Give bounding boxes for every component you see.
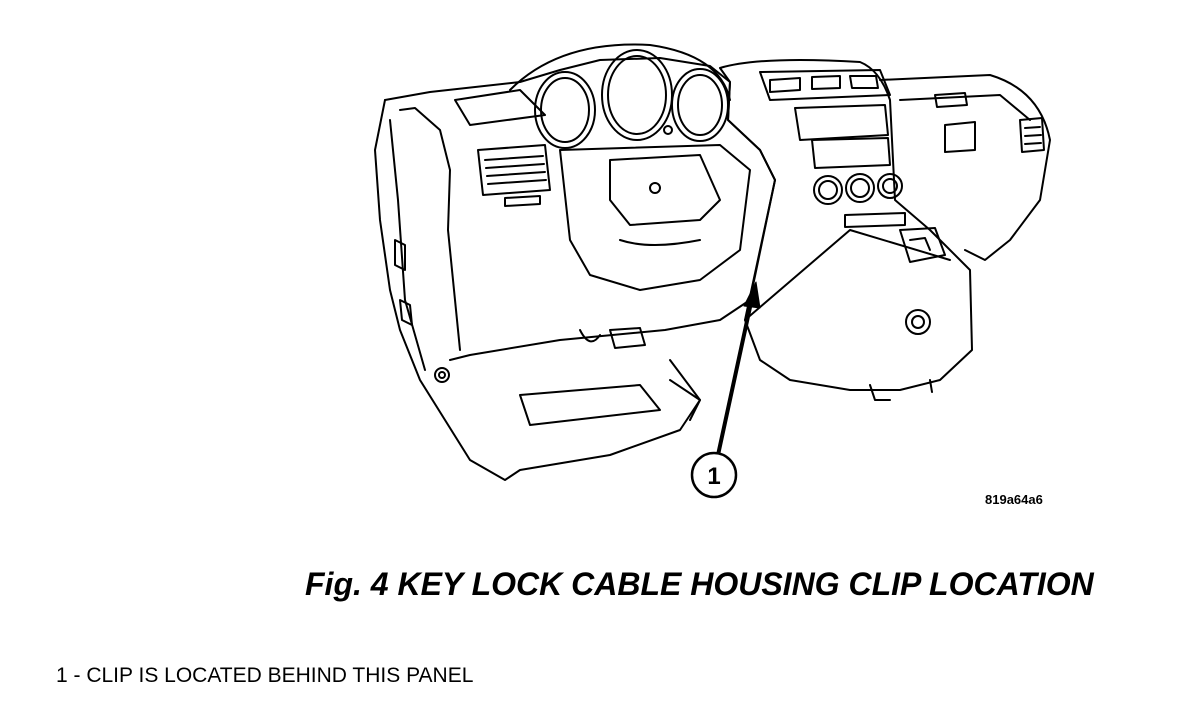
callout-circle (690, 451, 738, 499)
center-stack (719, 59, 973, 401)
dashboard-illustration: 1 (374, 43, 1051, 499)
callout-1: 1 (690, 281, 761, 499)
knee-bolster (519, 144, 751, 426)
air-vent-left (477, 144, 551, 207)
arrowhead-icon (743, 281, 761, 309)
callout-number: 1 (707, 463, 720, 490)
legend-item: 1 - CLIP IS LOCATED BEHIND THIS PANEL (56, 664, 474, 687)
instrument-panel-right (879, 74, 1051, 261)
figure-reference-code: 819a64a6 (985, 492, 1043, 507)
figure-caption: Fig. 4 KEY LOCK CABLE HOUSING CLIP LOCAT… (305, 566, 1094, 602)
